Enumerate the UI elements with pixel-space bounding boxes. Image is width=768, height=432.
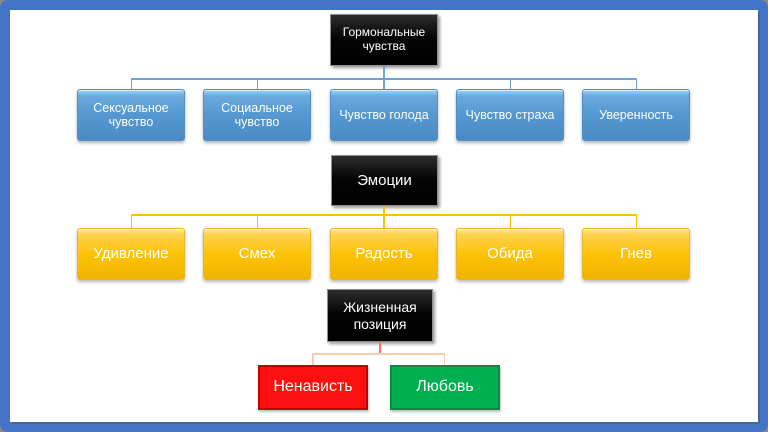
- node-love: Любовь: [390, 365, 500, 410]
- node-label: Обида: [487, 245, 533, 263]
- node-hunger-feeling: Чувство голода: [330, 89, 438, 141]
- connector-feelings-drop-3: [383, 78, 385, 89]
- node-laughter: Смех: [203, 228, 311, 280]
- node-emotions-root: Эмоции: [331, 155, 438, 206]
- node-sexual-feeling: Сексуальное чувство: [77, 89, 185, 141]
- connector-emotions-stem: [383, 206, 385, 214]
- node-label: Гормональные чувства: [342, 25, 426, 53]
- node-label: Социальное чувство: [221, 100, 293, 129]
- slide-background: Гормональные чувства Сексуальное чувство…: [10, 10, 758, 422]
- node-anger: Гнев: [582, 228, 690, 280]
- node-label: Удивление: [93, 245, 169, 263]
- node-life-position-root: Жизненная позиция: [327, 289, 433, 342]
- connector-emotions-drop-4: [509, 214, 511, 228]
- connector-feelings-drop-2: [256, 78, 258, 89]
- node-label: Эмоции: [357, 171, 412, 189]
- node-resentment: Обида: [456, 228, 564, 280]
- connector-feelings-drop-5: [635, 78, 637, 89]
- connector-feelings-drop-4: [509, 78, 511, 89]
- node-surprise: Удивление: [77, 228, 185, 280]
- node-hormonal-feelings-root: Гормональные чувства: [330, 14, 438, 66]
- node-label: Сексуальное чувство: [93, 100, 169, 129]
- connector-life-stem: [379, 342, 381, 353]
- node-label: Ненависть: [273, 378, 353, 396]
- node-label: Чувство страха: [465, 107, 555, 122]
- connector-emotions-drop-1: [130, 214, 132, 228]
- node-social-feeling: Социальное чувство: [203, 89, 311, 141]
- connector-emotions-drop-5: [635, 214, 637, 228]
- node-label: Уверенность: [599, 107, 673, 122]
- node-label: Радость: [355, 245, 413, 263]
- connector-emotions-drop-2: [256, 214, 258, 228]
- node-label: Чувство голода: [339, 107, 429, 122]
- node-fear-feeling: Чувство страха: [456, 89, 564, 141]
- node-label: Любовь: [416, 378, 474, 396]
- node-label: Гнев: [620, 245, 652, 263]
- node-confidence: Уверенность: [582, 89, 690, 141]
- node-joy: Радость: [330, 228, 438, 280]
- node-hatred: Ненависть: [258, 365, 368, 410]
- node-label: Жизненная позиция: [343, 299, 417, 332]
- connector-feelings-drop-1: [130, 78, 132, 89]
- connector-life-drop-1: [312, 353, 314, 365]
- connector-life-rail: [312, 353, 445, 355]
- node-label: Смех: [238, 245, 276, 263]
- connector-life-drop-2: [443, 353, 445, 365]
- connector-emotions-drop-3: [383, 214, 385, 228]
- connector-feelings-stem: [383, 66, 385, 78]
